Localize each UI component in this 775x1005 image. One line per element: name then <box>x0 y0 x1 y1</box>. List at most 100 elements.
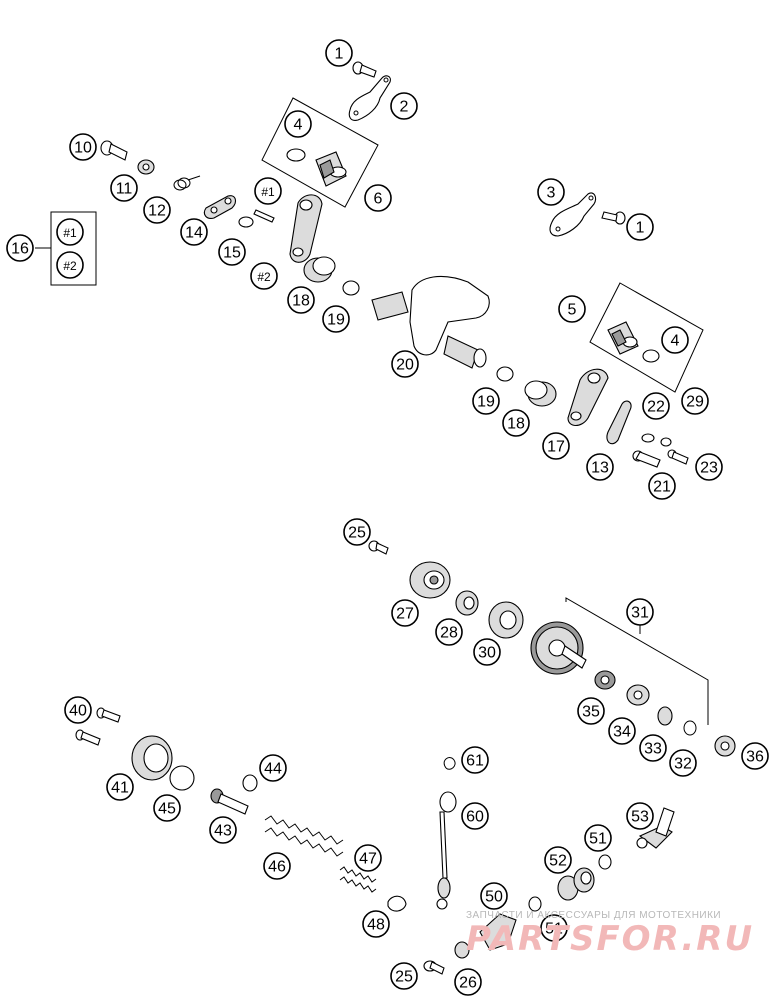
callout-circle <box>343 518 371 546</box>
part-oring-4 <box>287 149 305 161</box>
part-bolt-25 <box>369 541 388 554</box>
callout-circle <box>472 387 500 415</box>
callout-27-30: 27 <box>391 599 419 627</box>
callout-12-6: 12 <box>143 196 171 224</box>
callout-31-33: 31 <box>626 598 654 626</box>
callout-circle <box>263 852 291 880</box>
part-sleeve-33 <box>658 707 672 725</box>
callout-label: 61 <box>466 753 484 770</box>
part-rod-60 <box>437 792 456 909</box>
callout-label: 21 <box>653 479 671 496</box>
part-drawings <box>35 62 735 974</box>
part-oring-19 <box>343 281 359 295</box>
callout-35-34: 35 <box>577 697 605 725</box>
watermark-logo: PARTSFOR.RU <box>466 919 755 959</box>
callout-label: 25 <box>395 969 413 986</box>
part-washer-26 <box>455 942 469 958</box>
callout-circle <box>110 174 138 202</box>
callout-circle <box>642 392 670 420</box>
callout-label: 12 <box>148 203 166 220</box>
callout-4-2: 4 <box>284 110 312 138</box>
callout-layer: 124610111214#115#216#1#21819203154191817… <box>6 39 769 996</box>
callout-30-32: 30 <box>473 638 501 666</box>
callout-label: 34 <box>613 724 631 741</box>
part-cover-41 <box>132 736 172 780</box>
callout-circle <box>435 618 463 646</box>
callout-6-3: 6 <box>364 184 392 212</box>
callout-51-50: 51 <box>584 824 612 852</box>
callout-circle <box>209 816 237 844</box>
callout-hash-1-12: #1 <box>56 218 84 246</box>
callout-label: #1 <box>261 185 275 199</box>
callout-label: 19 <box>327 312 345 329</box>
callout-label: 4 <box>671 333 680 350</box>
callout-circle <box>537 178 565 206</box>
callout-hash-2-10: #2 <box>250 262 278 290</box>
callout-60-48: 60 <box>461 802 489 830</box>
part-shaft-20 <box>372 276 489 368</box>
part-bearing-30 <box>489 602 523 638</box>
callout-circle <box>480 882 508 910</box>
callout-1-18: 1 <box>626 213 654 241</box>
callout-circle <box>64 696 92 724</box>
callout-45-41: 45 <box>153 794 181 822</box>
callout-label: 3 <box>547 185 556 202</box>
callout-circle <box>364 184 392 212</box>
part-bearing-36 <box>715 736 735 756</box>
callout-circle <box>391 599 419 627</box>
callout-label: 27 <box>396 606 414 623</box>
callout-hash-2-13: #2 <box>56 251 84 279</box>
callout-34-35: 34 <box>608 717 636 745</box>
callout-3-17: 3 <box>537 178 565 206</box>
callout-circle <box>586 453 614 481</box>
part-valve-6 <box>316 152 346 186</box>
callout-circle <box>69 133 97 161</box>
part-lever-53 <box>637 808 674 848</box>
callout-10-4: 10 <box>69 133 97 161</box>
part-lever-13 <box>607 401 631 444</box>
part-lever-17 <box>568 369 608 425</box>
part-bolt-10 <box>101 141 127 160</box>
callout-25-29: 25 <box>343 518 371 546</box>
callout-label: 50 <box>485 889 503 906</box>
callout-label: 46 <box>268 859 286 876</box>
part-bolt-1 <box>353 62 376 77</box>
callout-17-23: 17 <box>542 432 570 460</box>
callout-32-37: 32 <box>669 749 697 777</box>
callout-circle <box>639 734 667 762</box>
callout-label: 25 <box>348 525 366 542</box>
callout-11-5: 11 <box>110 174 138 202</box>
part-pin-1 <box>254 210 274 222</box>
callout-label: 23 <box>700 460 718 477</box>
callout-circle <box>577 697 605 725</box>
callout-21-28: 21 <box>648 472 676 500</box>
part-washer-51b <box>529 897 541 911</box>
callout-label: 31 <box>631 605 649 622</box>
callout-label: 6 <box>374 191 383 208</box>
callout-label: 51 <box>545 921 563 938</box>
callout-circle <box>106 773 134 801</box>
callout-hash-1-8: #1 <box>254 177 282 205</box>
part-spring-46 <box>265 816 343 856</box>
part-bolts-40 <box>76 708 120 745</box>
callout-1-0: 1 <box>325 39 353 67</box>
part-gear-31 <box>531 622 586 674</box>
callout-circle <box>390 962 418 990</box>
callout-circle <box>648 472 676 500</box>
callout-label: 11 <box>116 181 133 198</box>
callout-circle <box>287 286 315 314</box>
callout-46-44: 46 <box>263 852 291 880</box>
part-impeller-27 <box>410 562 450 598</box>
part-lever-2 <box>290 195 322 262</box>
callout-label: 2 <box>400 99 409 116</box>
part-bearing-28 <box>456 591 478 615</box>
callout-51-53: 51 <box>540 914 568 942</box>
callout-circle <box>461 746 489 774</box>
part-washer-22 <box>642 434 654 442</box>
callout-label: 53 <box>631 809 649 826</box>
callout-label: 41 <box>111 780 129 797</box>
callout-19-15: 19 <box>322 305 350 333</box>
callout-circle <box>608 717 636 745</box>
callout-13-26: 13 <box>586 453 614 481</box>
part-washer-51 <box>599 855 611 869</box>
